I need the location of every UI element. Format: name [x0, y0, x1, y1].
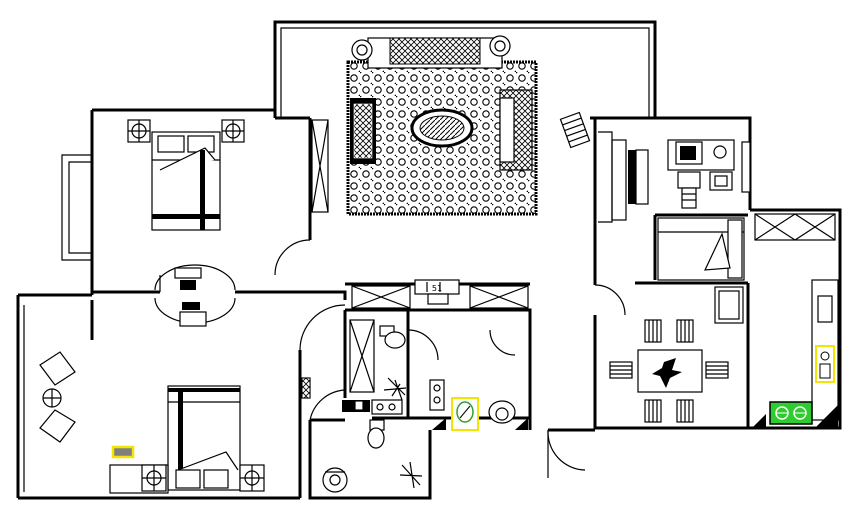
walls [16, 20, 842, 500]
kitchen [752, 213, 839, 428]
study [598, 131, 751, 281]
fixture-label: 51 [432, 284, 442, 293]
marker-icon [111, 445, 135, 459]
chair-icon [559, 111, 591, 149]
sink-icon [488, 400, 516, 424]
stove-icon [322, 467, 348, 493]
dining-table-icon [637, 349, 703, 393]
dining-area [609, 286, 744, 423]
chair-icon [609, 319, 729, 423]
armchair-icon [350, 98, 376, 164]
nightstand-lamp-icon [109, 464, 265, 494]
sink-icon: 51 [414, 279, 460, 305]
bed-icon [151, 131, 221, 231]
wardrobe-icon [349, 285, 529, 393]
wardrobe-icon [311, 119, 329, 213]
toilet-icon [367, 325, 406, 449]
coffee-table-icon [410, 108, 474, 148]
stove-icon [769, 401, 813, 425]
washing-machine-icon [451, 397, 479, 431]
living-room [311, 35, 591, 216]
bed-icon [657, 217, 745, 281]
sink-icon [815, 345, 835, 383]
armchair-icon [39, 351, 76, 443]
second-bedroom [23, 297, 311, 494]
armchair-icon [499, 89, 533, 171]
sofa-icon [351, 35, 511, 69]
tv-icon [154, 264, 236, 291]
wardrobe-icon [754, 213, 836, 241]
bathroom: 51 [322, 279, 529, 493]
wardrobe-icon [598, 131, 649, 223]
master-bedroom [127, 119, 245, 291]
door-swings [159, 239, 626, 478]
desk-icon [667, 139, 735, 191]
chair-icon [677, 171, 701, 209]
nightstand-lamp-icon [127, 119, 245, 143]
plant-icon [383, 377, 423, 489]
